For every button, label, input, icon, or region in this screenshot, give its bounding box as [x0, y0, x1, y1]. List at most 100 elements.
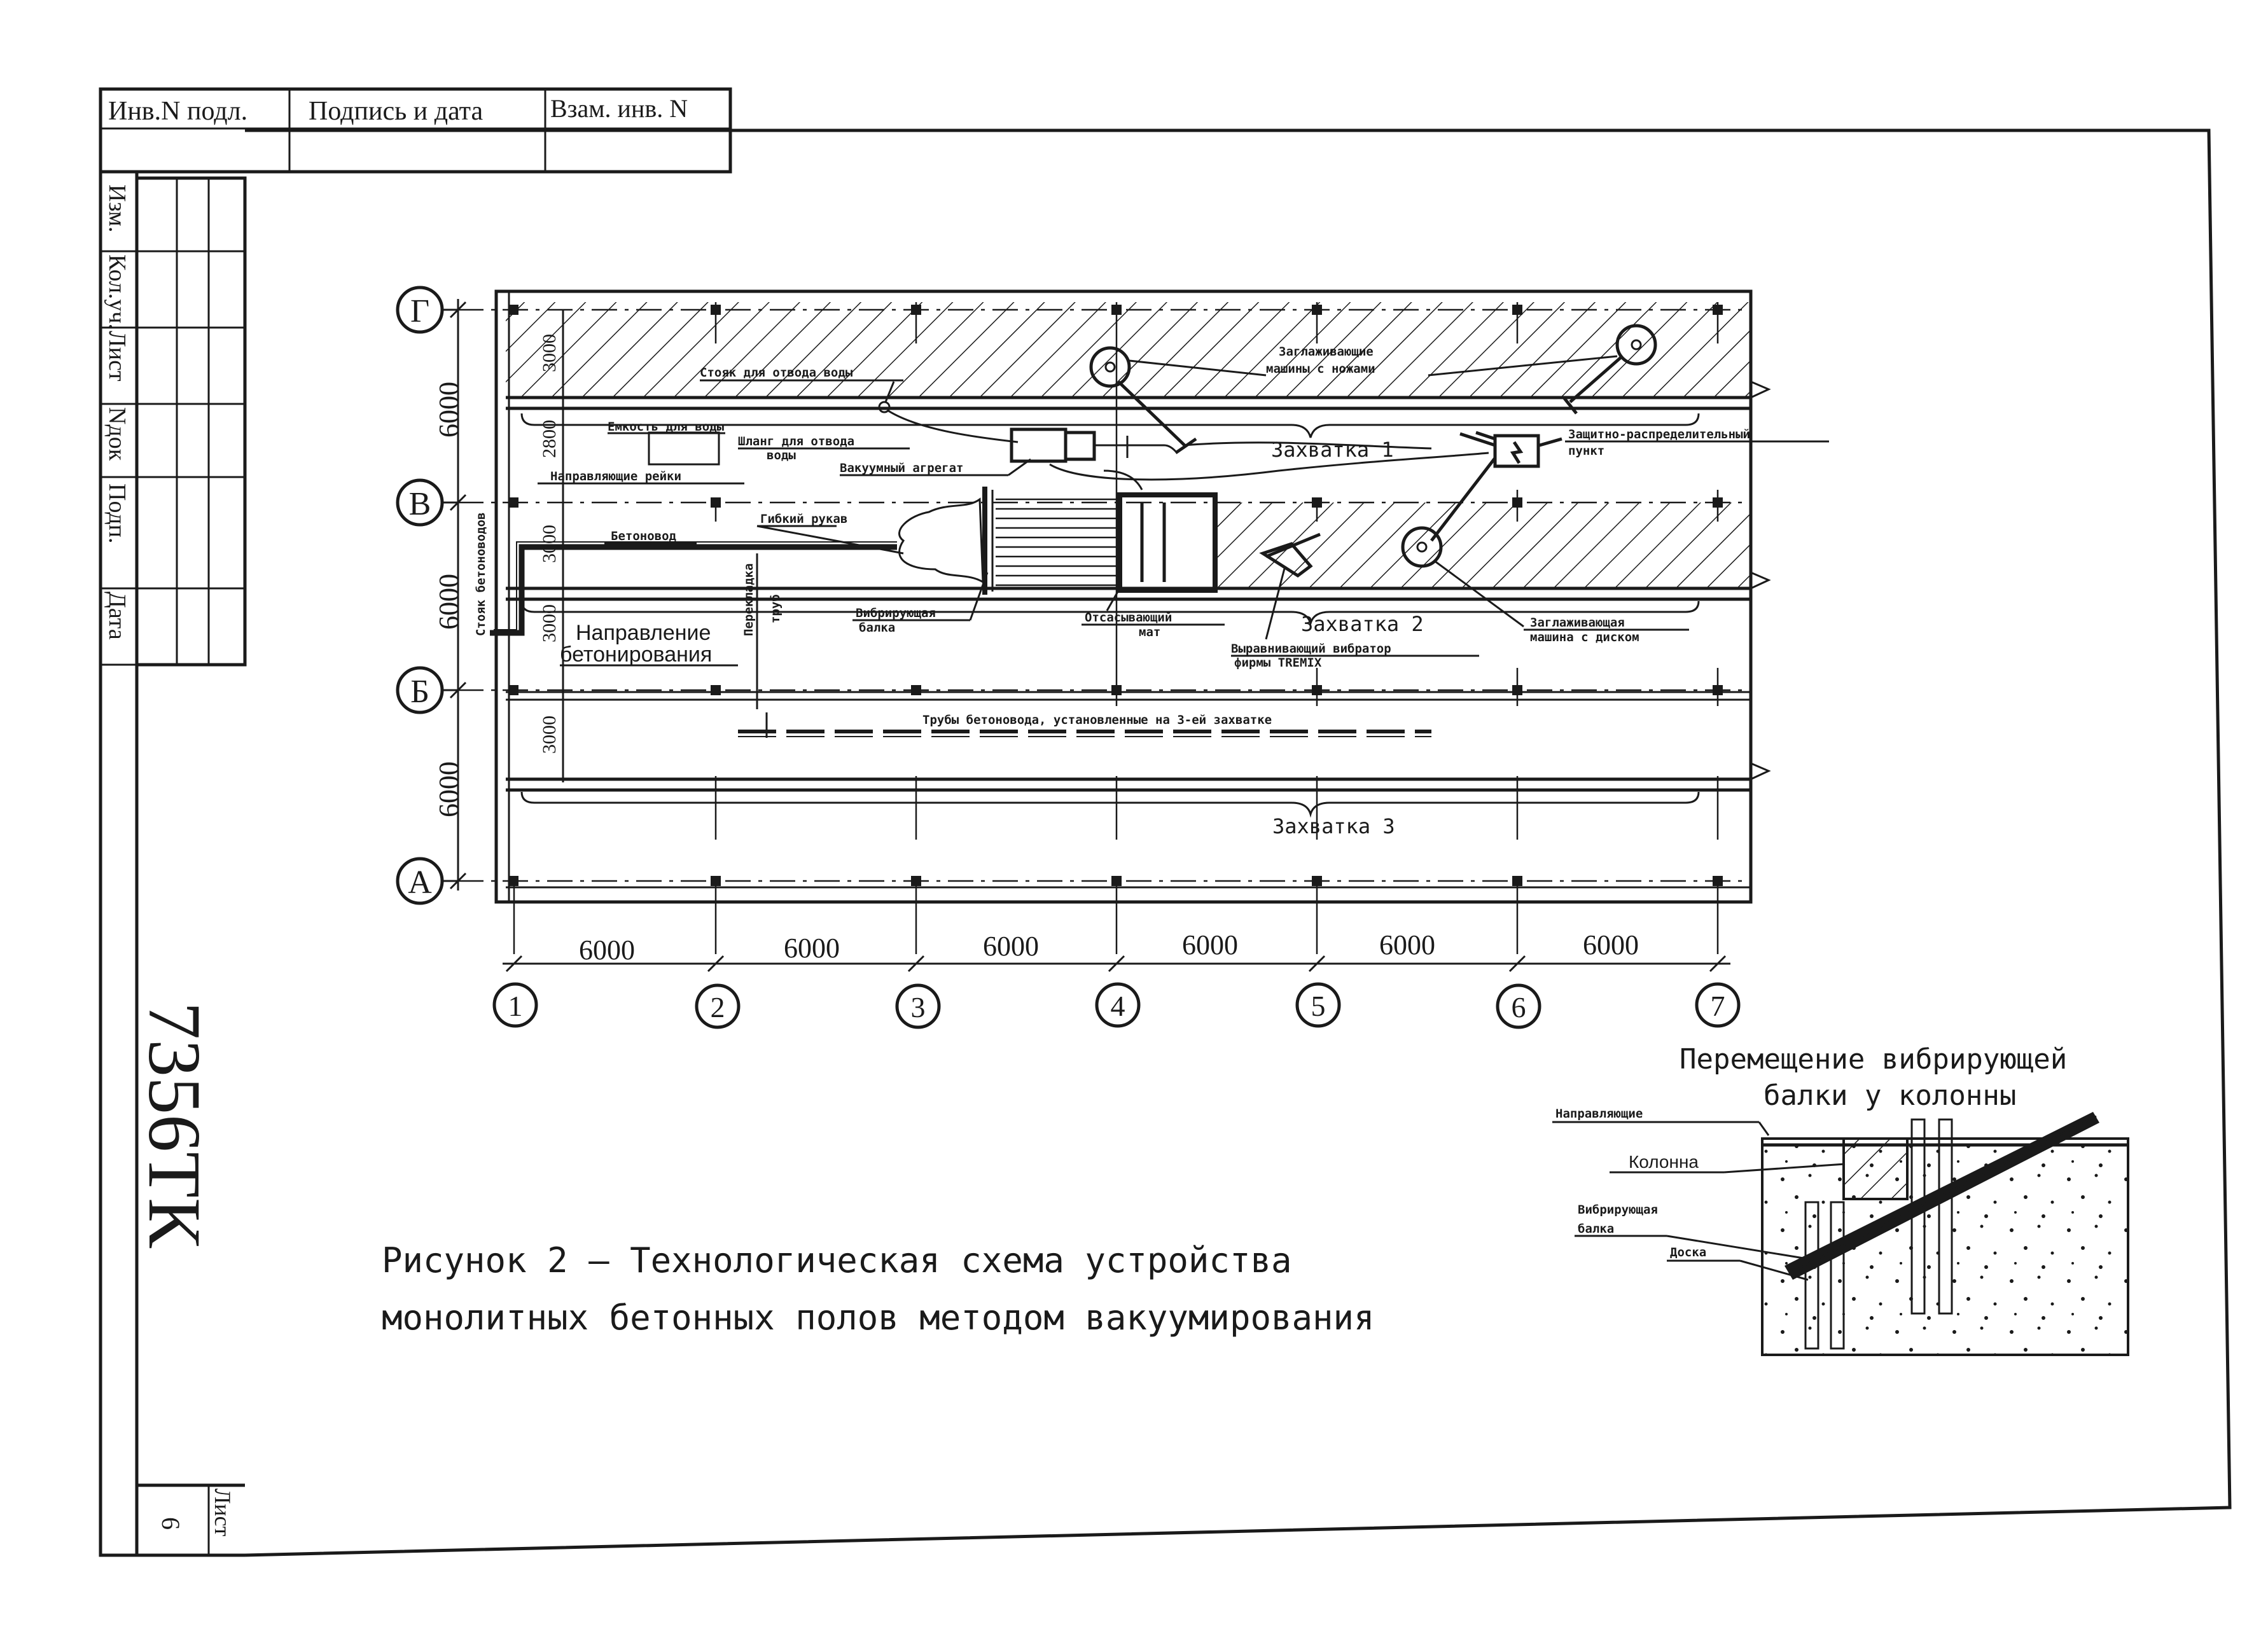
water-tank — [648, 431, 720, 466]
strip-boundaries — [506, 380, 1771, 889]
sheet-number: 6 — [157, 1517, 185, 1530]
label-guide-rails: Направляющие рейки — [550, 469, 681, 483]
side-stamp-kol: Кол.уч. — [104, 254, 130, 329]
row-span-3: 6000 — [433, 761, 464, 817]
label-smoothing-knives-1: Заглаживающие — [1279, 345, 1374, 359]
sub-dim-3: 3000 — [539, 525, 560, 563]
smoothing-machine-knives-right — [1562, 324, 1657, 415]
label-pipe-relocation-2: труб — [769, 594, 783, 623]
label-concrete-pipe: Бетоновод — [611, 529, 676, 543]
col-span-2: 6000 — [784, 932, 840, 964]
label-leveling-vibrator-2: фирмы TREMIX — [1234, 656, 1322, 670]
zone-label-3: Захватка 3 — [1272, 814, 1395, 838]
detail-guide-posts — [1804, 1118, 1953, 1350]
detail-label-beam-1: Вибрирующая — [1578, 1203, 1658, 1217]
stamp-vzam-label: Взам. инв. N — [550, 94, 688, 123]
row-span-1: 6000 — [433, 382, 464, 438]
label-suction-mat-2: мат — [1139, 625, 1160, 639]
detail-vibrating-beam — [1784, 1112, 2099, 1280]
label-smoothing-disc-1: Заглаживающая — [1530, 616, 1625, 630]
side-stamp-data: Дата — [104, 592, 130, 640]
sub-dim-1: 3000 — [539, 334, 560, 372]
label-vibrating-beam-1: Вибрирующая — [856, 606, 936, 620]
vibrating-beam — [898, 487, 994, 595]
col-span-4: 6000 — [1182, 929, 1238, 960]
direction-label-line1: Направление — [576, 621, 711, 645]
column-dimensions: 6000 6000 6000 6000 6000 6000 — [503, 929, 1730, 973]
sub-dim-5: 3000 — [539, 716, 560, 754]
label-leveling-vibrator-1: Выравнивающий вибратор — [1231, 642, 1391, 656]
label-smoothing-disc-2: машина с диском — [1530, 630, 1639, 644]
label-water-tank: Емкость для воды — [608, 420, 725, 434]
detail-title-line1: Перемещение вибрирующей — [1680, 1043, 2067, 1076]
col-span-5: 6000 — [1379, 929, 1435, 960]
axis-lines — [458, 308, 1751, 882]
row-dimensions: 6000 6000 6000 3000 2800 3000 3000 3000 — [433, 299, 564, 891]
label-suction-mat-1: Отсасывающий — [1085, 611, 1172, 625]
smoothing-machine-disc — [1401, 526, 1524, 628]
label-smoothing-knives-2: машины с ножами — [1266, 362, 1375, 376]
stamp-inv-label: Инв.N подл. — [108, 97, 247, 126]
label-vacuum-unit: Вакуумный агрегат — [840, 461, 963, 475]
detail-title-line2: балки у колонны — [1764, 1079, 2016, 1112]
concrete-pipe-route — [490, 541, 1431, 738]
direction-label-line2: бетонирования — [560, 642, 712, 667]
axis-label-6: 6 — [1512, 991, 1526, 1023]
caption-line1: Рисунок 2 – Технологическая схема устрой… — [382, 1240, 1291, 1280]
axis-label-A: А — [408, 864, 432, 901]
column-markers — [508, 305, 1723, 886]
side-stamp-list: Лист — [104, 331, 130, 382]
suction-mat — [1106, 492, 1218, 611]
label-distribution-point-2: пункт — [1568, 444, 1604, 458]
figure-caption: Рисунок 2 – Технологическая схема устрой… — [382, 1240, 1375, 1338]
axis-label-7: 7 — [1711, 990, 1725, 1022]
axis-label-4: 4 — [1111, 990, 1125, 1022]
leveling-vibrator — [1259, 532, 1321, 640]
row-axis-bubbles: Г В Б А — [396, 286, 458, 905]
caption-line2: монолитных бетонных полов методом вакуум… — [382, 1298, 1375, 1338]
label-vibrating-beam-2: балка — [859, 621, 895, 635]
detail-column — [1842, 1137, 1909, 1200]
side-stamp-podp: Подп. — [104, 483, 130, 544]
label-water-hose-2: воды — [767, 448, 796, 462]
detail-slab — [1761, 1137, 2129, 1356]
document-code: 7356ТК — [133, 1002, 216, 1249]
side-stamp-izm: Изм. — [104, 184, 130, 232]
hatched-area-top — [506, 302, 1751, 398]
label-standpipe-water: Стояк для отвода воды — [700, 366, 853, 380]
axis-label-G: Г — [410, 293, 429, 329]
axis-label-B: Б — [410, 674, 429, 710]
detail-label-column: Колонна — [1629, 1152, 1699, 1172]
detail-label-board: Доска — [1670, 1245, 1706, 1259]
stamp-sign-label: Подпись и дата — [309, 97, 484, 126]
sub-dim-2: 2800 — [539, 420, 560, 458]
floor-plan: Г В Б А 6000 6000 6000 3000 2800 3000 3 — [396, 286, 1829, 1029]
column-axis-bubbles: 1 2 3 4 5 6 7 — [492, 982, 1741, 1029]
label-flexible-hose: Гибкий рукав — [760, 512, 847, 526]
label-pipe-relocation-1: Перекладка — [742, 564, 756, 636]
label-pipes-zone3: Трубы бетоновода, установленные на 3-ей … — [922, 713, 1272, 727]
axis-label-3: 3 — [911, 991, 926, 1023]
col-span-6: 6000 — [1583, 929, 1639, 960]
side-stamp-ndok: Nдок — [104, 407, 130, 461]
row-span-2: 6000 — [433, 574, 464, 630]
label-standpipes: Стояк бетоноводов — [474, 513, 488, 636]
sheet-label: Лист — [210, 1488, 235, 1537]
axis-label-V: В — [409, 486, 431, 522]
axis-label-2: 2 — [711, 991, 725, 1023]
hatched-area-middle — [1215, 503, 1751, 588]
zone-braces — [520, 413, 1700, 818]
detail-label-beam-2: балка — [1578, 1222, 1614, 1236]
axis-label-1: 1 — [508, 990, 523, 1022]
distribution-point — [1430, 431, 1562, 542]
side-stamp: Изм. Кол.уч. Лист Nдок Подп. Дата 7356ТК… — [99, 170, 247, 1557]
zone-label-2: Захватка 2 — [1301, 612, 1424, 636]
compacted-area — [996, 498, 1117, 586]
col-span-3: 6000 — [983, 931, 1039, 962]
axis-label-5: 5 — [1311, 990, 1326, 1022]
col-span-1: 6000 — [579, 934, 635, 966]
vacuum-unit — [1010, 427, 1178, 490]
detail-beam-movement: Перемещение вибрирующей балки у колонны … — [1552, 1043, 2129, 1356]
top-stamp: Инв.N подл. Подпись и дата Взам. инв. N — [99, 87, 732, 174]
